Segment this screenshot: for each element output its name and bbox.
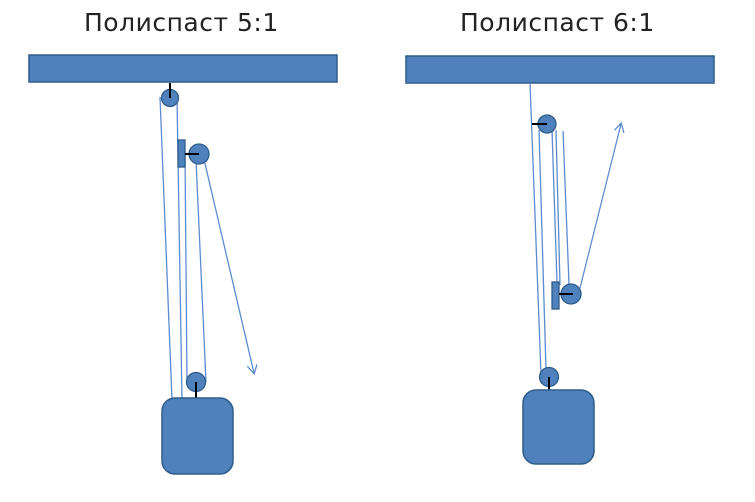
- rope-segment: [529, 82, 542, 375]
- rope-segment: [184, 151, 188, 385]
- ceiling-beam: [405, 55, 715, 84]
- pulley-system-6-1: [405, 55, 715, 465]
- load-weight: [522, 389, 595, 465]
- rope-segment: [538, 129, 547, 371]
- rope-segment: [195, 159, 207, 383]
- diagram-title-6-1: Полиспаст 6:1: [460, 8, 655, 37]
- ropes: [159, 96, 254, 401]
- rope-pull-end: [202, 154, 254, 373]
- rope-clamp: [177, 139, 186, 168]
- rope-pull-end: [577, 124, 621, 297]
- rope-segment: [551, 129, 558, 283]
- ropes: [529, 82, 621, 375]
- diagram-title-5-1: Полиспаст 5:1: [84, 8, 279, 37]
- ceiling-beam: [28, 54, 338, 83]
- rope-segment: [555, 129, 561, 286]
- pulley-system-5-1: [28, 54, 338, 475]
- rope-segment: [159, 96, 173, 401]
- load-weight: [161, 397, 234, 475]
- rope-clamp: [551, 281, 560, 310]
- rope-segment: [562, 130, 570, 285]
